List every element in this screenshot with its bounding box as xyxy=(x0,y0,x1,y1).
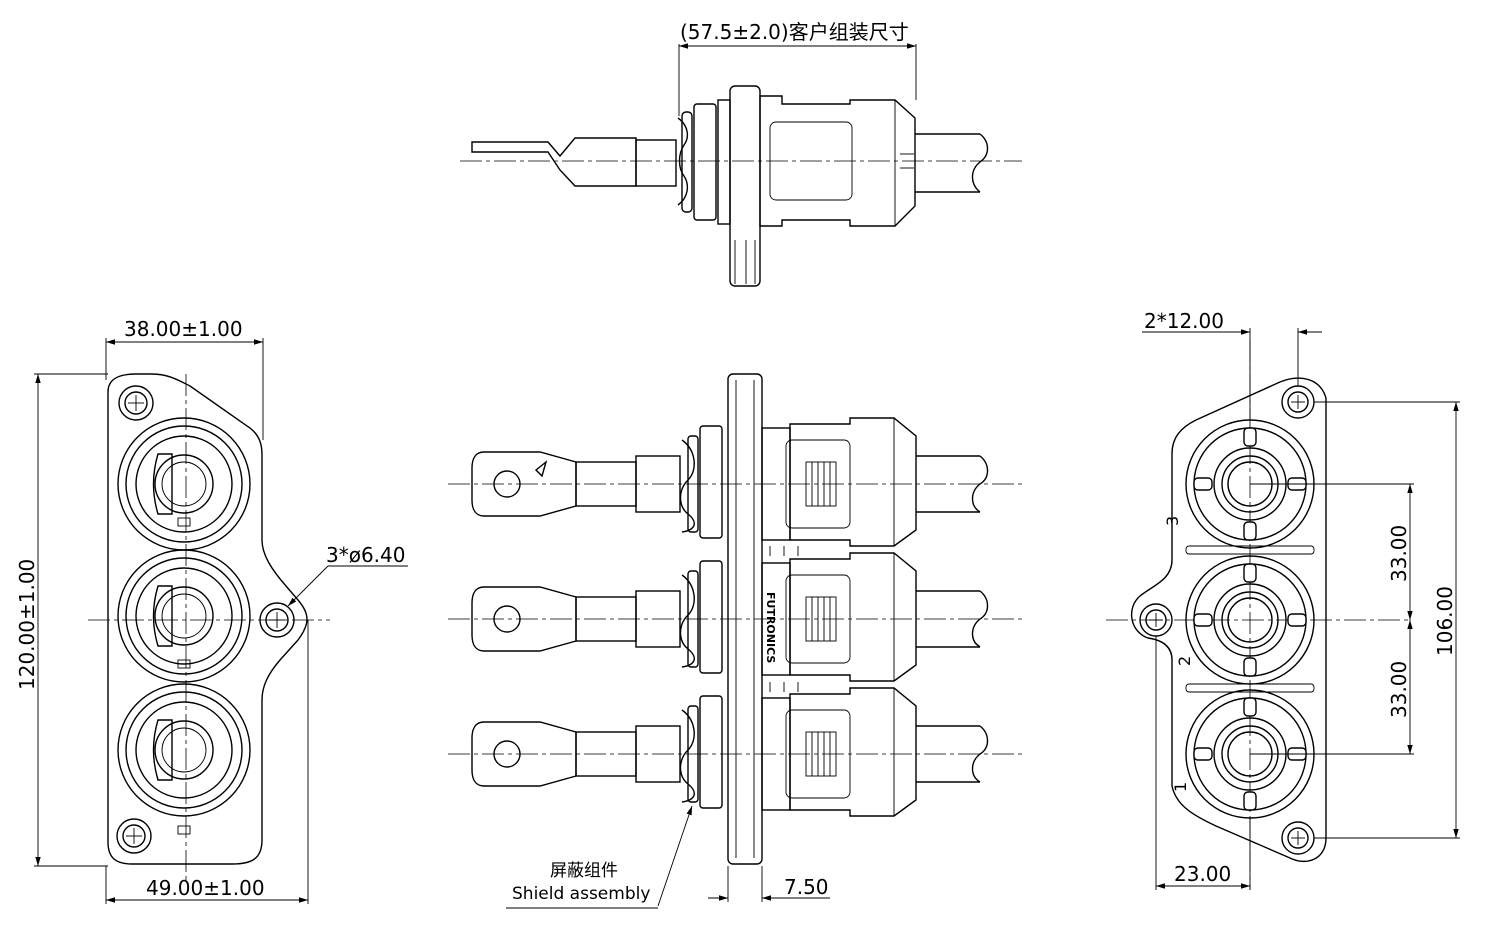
top-crimp-barrel xyxy=(635,139,677,187)
dim-assembly-length: (57.5±2.0)客户组装尺寸 xyxy=(680,20,909,44)
right-flange-outline xyxy=(1130,377,1327,863)
top-flange xyxy=(729,85,761,287)
dim-width-bottom: 49.00±1.00 xyxy=(146,876,265,900)
left-socket-3 xyxy=(117,683,251,835)
top-nut-a xyxy=(681,111,693,213)
left-mount-hole-top xyxy=(118,385,154,421)
brand-label: FUTRONICS xyxy=(764,592,777,663)
right-mount-hole-top xyxy=(1281,385,1315,419)
left-socket-1 xyxy=(117,417,251,551)
dim-hole-spacing: 2*12.00 xyxy=(1144,309,1224,333)
middle-ribs xyxy=(769,546,799,692)
top-washer xyxy=(717,99,731,225)
middle-connector-3 xyxy=(448,687,1022,817)
pin-number-3: 3 xyxy=(1163,516,1182,526)
dim-total-height: 106.00 xyxy=(1433,586,1457,656)
right-rail xyxy=(1185,545,1315,555)
top-latch xyxy=(769,121,853,201)
dim-offset: 23.00 xyxy=(1174,862,1231,886)
right-socket-2 xyxy=(1185,555,1315,685)
top-side-view: (57.5±2.0)客户组装尺寸 xyxy=(460,20,1022,287)
middle-connector-1 xyxy=(448,417,1022,547)
right-mount-hole-left xyxy=(1139,603,1173,637)
dim-leader xyxy=(287,565,329,607)
top-housing xyxy=(759,95,916,227)
left-flange-outline xyxy=(107,373,308,865)
dim-height: 120.00±1.00 xyxy=(15,559,39,690)
middle-connector-2 xyxy=(448,552,1022,682)
dim-pitch-upper: 33.00 xyxy=(1387,525,1411,582)
top-terminal-lug xyxy=(471,137,637,187)
middle-side-view: FUTRONICS 屏蔽组件 Shield assembly 7.50 xyxy=(448,373,1022,909)
dim-thickness: 7.50 xyxy=(784,875,829,899)
left-front-view: 38.00±1.00 120.00±1.00 3*ø6.40 49.00±1.0… xyxy=(15,317,408,904)
left-mount-hole-bottom xyxy=(116,818,152,854)
top-cable-break xyxy=(971,133,989,193)
top-nut-b xyxy=(693,103,717,221)
right-rear-view: 3 2 1 2*12.00 33.00 33.00 106.00 23.00 xyxy=(1106,309,1460,890)
pin-number-2: 2 xyxy=(1175,656,1194,666)
right-mount-hole-bottom xyxy=(1281,821,1315,855)
top-shield-ring xyxy=(677,117,689,206)
dim-pitch-lower: 33.00 xyxy=(1387,661,1411,718)
shield-label-cn: 屏蔽组件 xyxy=(550,861,618,881)
left-mount-hole-right xyxy=(259,602,295,638)
shield-leader xyxy=(657,805,693,907)
dim-hole-dia: 3*ø6.40 xyxy=(326,543,406,567)
left-socket-2 xyxy=(117,549,251,683)
pin-number-1: 1 xyxy=(1171,782,1190,792)
dim-width-top: 38.00±1.00 xyxy=(124,317,243,341)
shield-label-en: Shield assembly xyxy=(512,884,650,904)
top-cable xyxy=(915,133,980,193)
